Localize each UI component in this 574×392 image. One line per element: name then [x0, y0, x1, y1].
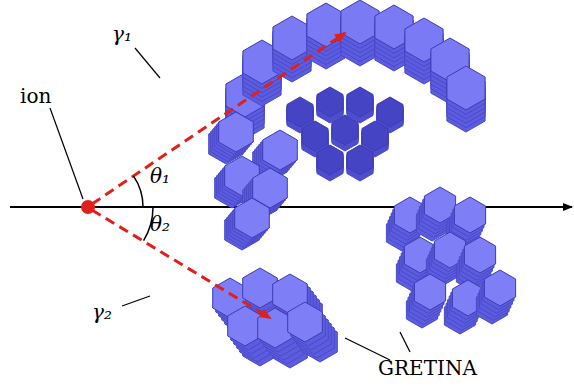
- detector-crystal: [464, 237, 495, 273]
- detector-crystal: [377, 97, 403, 127]
- angle-arc-1: [134, 176, 143, 207]
- detector-crystal: [414, 274, 445, 310]
- detector-crystal: [228, 306, 263, 346]
- leader-line: [345, 338, 390, 360]
- detector-crystal: [273, 16, 311, 60]
- detector-crystal: [362, 121, 388, 151]
- detector-crystal: [287, 97, 313, 127]
- detector-crystal: [263, 130, 298, 170]
- detector-crystal: [288, 302, 323, 342]
- detector-label: GRETINA: [378, 358, 477, 378]
- detector-crystal: [347, 145, 373, 175]
- detector-crystal: [347, 87, 373, 117]
- leader-line: [122, 296, 150, 306]
- detector-crystal: [341, 0, 379, 44]
- ion-dot: [81, 200, 95, 214]
- detector-crystal: [317, 87, 343, 117]
- leader-line: [135, 48, 160, 78]
- ion-label: ion: [20, 86, 51, 106]
- gamma-ray-1: [92, 33, 345, 204]
- symbol-label: γ₁: [112, 24, 132, 44]
- detector-crystal: [317, 145, 343, 175]
- symbol-label: γ₂: [92, 302, 112, 322]
- symbol-label: θ₁: [150, 166, 170, 186]
- detector-crystal: [454, 197, 485, 233]
- gretina-detectors: [209, 0, 516, 368]
- detector-crystal: [307, 3, 345, 47]
- leader-line: [50, 108, 83, 199]
- detector-crystal: [447, 66, 485, 110]
- symbol-label: θ₂: [150, 214, 170, 234]
- gamma-ray-2: [92, 210, 270, 318]
- detector-crystal: [484, 270, 515, 306]
- detector-crystal: [243, 268, 278, 308]
- detector-crystal: [332, 115, 358, 145]
- leader-line: [400, 332, 410, 352]
- detector-crystal: [219, 112, 254, 152]
- detector-crystal: [302, 121, 328, 151]
- detector-crystal: [235, 198, 270, 238]
